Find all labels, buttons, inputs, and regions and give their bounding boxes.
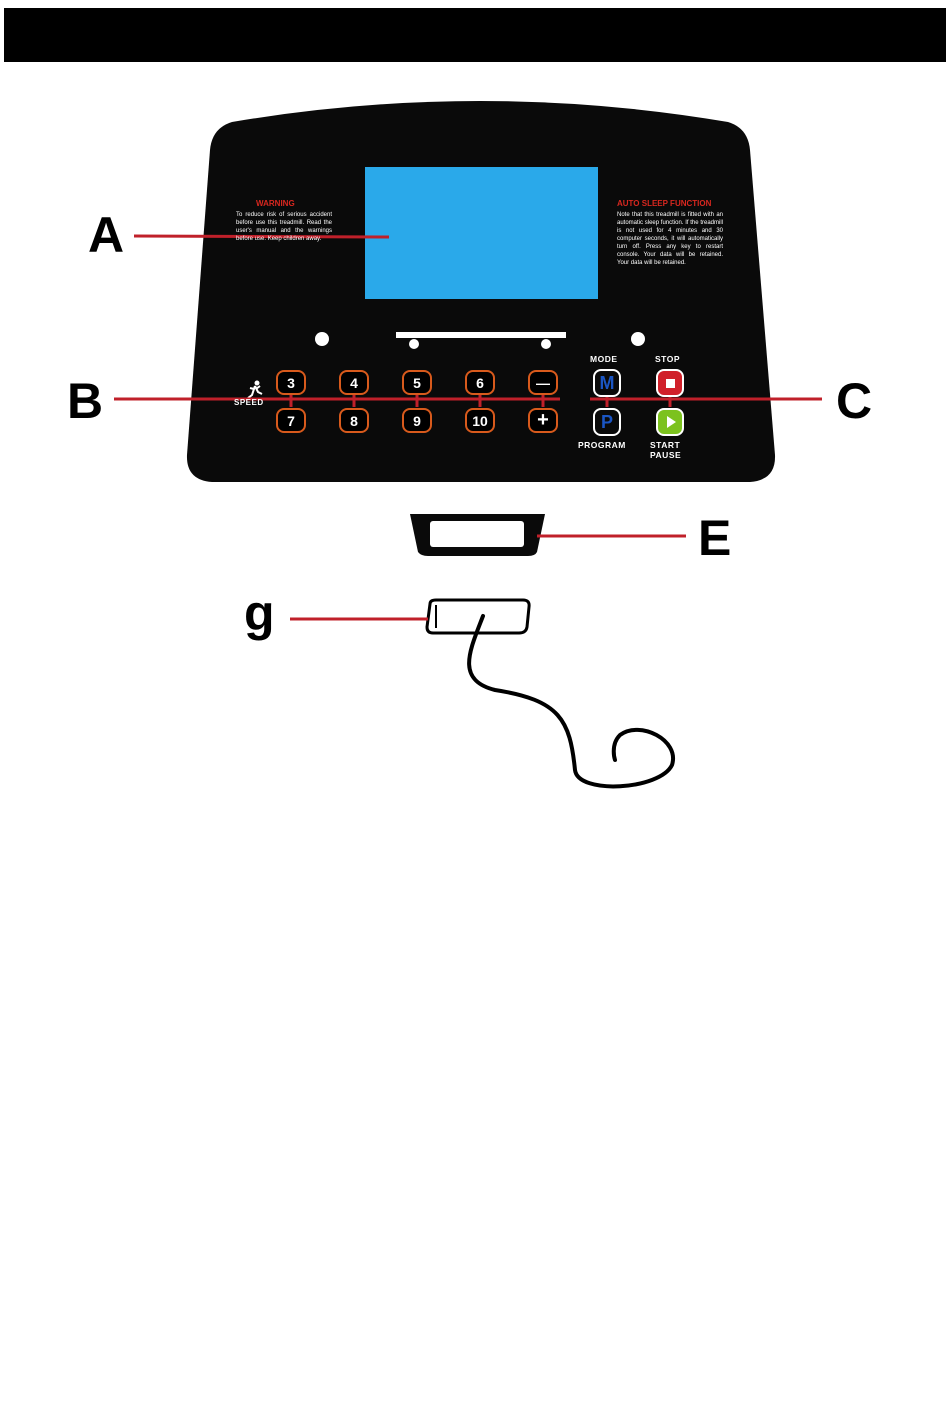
sensor-left — [315, 332, 329, 346]
tray-clip-right — [541, 339, 551, 349]
start-pause-button[interactable] — [656, 408, 684, 436]
lcd-display — [365, 167, 598, 299]
callout-g: g — [244, 585, 275, 641]
speed-key-6[interactable]: 6 — [465, 370, 495, 395]
leader-lines — [114, 234, 822, 621]
speed-key-9[interactable]: 9 — [402, 408, 432, 433]
mode-button[interactable]: M — [593, 369, 621, 397]
stop-label: STOP — [655, 354, 680, 364]
safety-key-holder — [410, 514, 545, 556]
speed-key-10[interactable]: 10 — [465, 408, 495, 433]
auto-sleep-title: AUTO SLEEP FUNCTION — [617, 199, 712, 208]
display-tray — [396, 332, 566, 338]
leader-a — [133, 234, 390, 239]
warning-title: WARNING — [256, 199, 295, 208]
minus-key[interactable]: — — [528, 370, 558, 395]
play-icon — [667, 416, 676, 428]
pause-label: PAUSE — [650, 450, 682, 460]
speed-key-3[interactable]: 3 — [276, 370, 306, 395]
stop-icon — [665, 378, 675, 388]
start-label: START — [650, 440, 681, 450]
program-button[interactable]: P — [593, 408, 621, 436]
callout-a: A — [88, 207, 125, 263]
speed-key-8[interactable]: 8 — [339, 408, 369, 433]
speed-key-7[interactable]: 7 — [276, 408, 306, 433]
stop-button[interactable] — [656, 369, 684, 397]
speed-key-5[interactable]: 5 — [402, 370, 432, 395]
runner-icon — [247, 380, 263, 399]
safety-clip-with-cord — [425, 598, 676, 789]
callout-b: B — [67, 373, 104, 429]
callout-e: E — [698, 510, 732, 566]
sensor-right — [631, 332, 645, 346]
auto-sleep-body: Note that this treadmill is fitted with … — [617, 212, 723, 266]
speed-key-4[interactable]: 4 — [339, 370, 369, 395]
plus-key[interactable]: + — [528, 408, 558, 433]
callout-c: C — [836, 373, 873, 429]
program-label: PROGRAM — [578, 440, 626, 450]
tray-clip-left — [409, 339, 419, 349]
warning-body: To reduce risk of serious accident befor… — [236, 212, 332, 242]
speed-label: SPEED — [234, 398, 264, 407]
header-bar — [4, 8, 946, 62]
mode-label: MODE — [590, 354, 618, 364]
